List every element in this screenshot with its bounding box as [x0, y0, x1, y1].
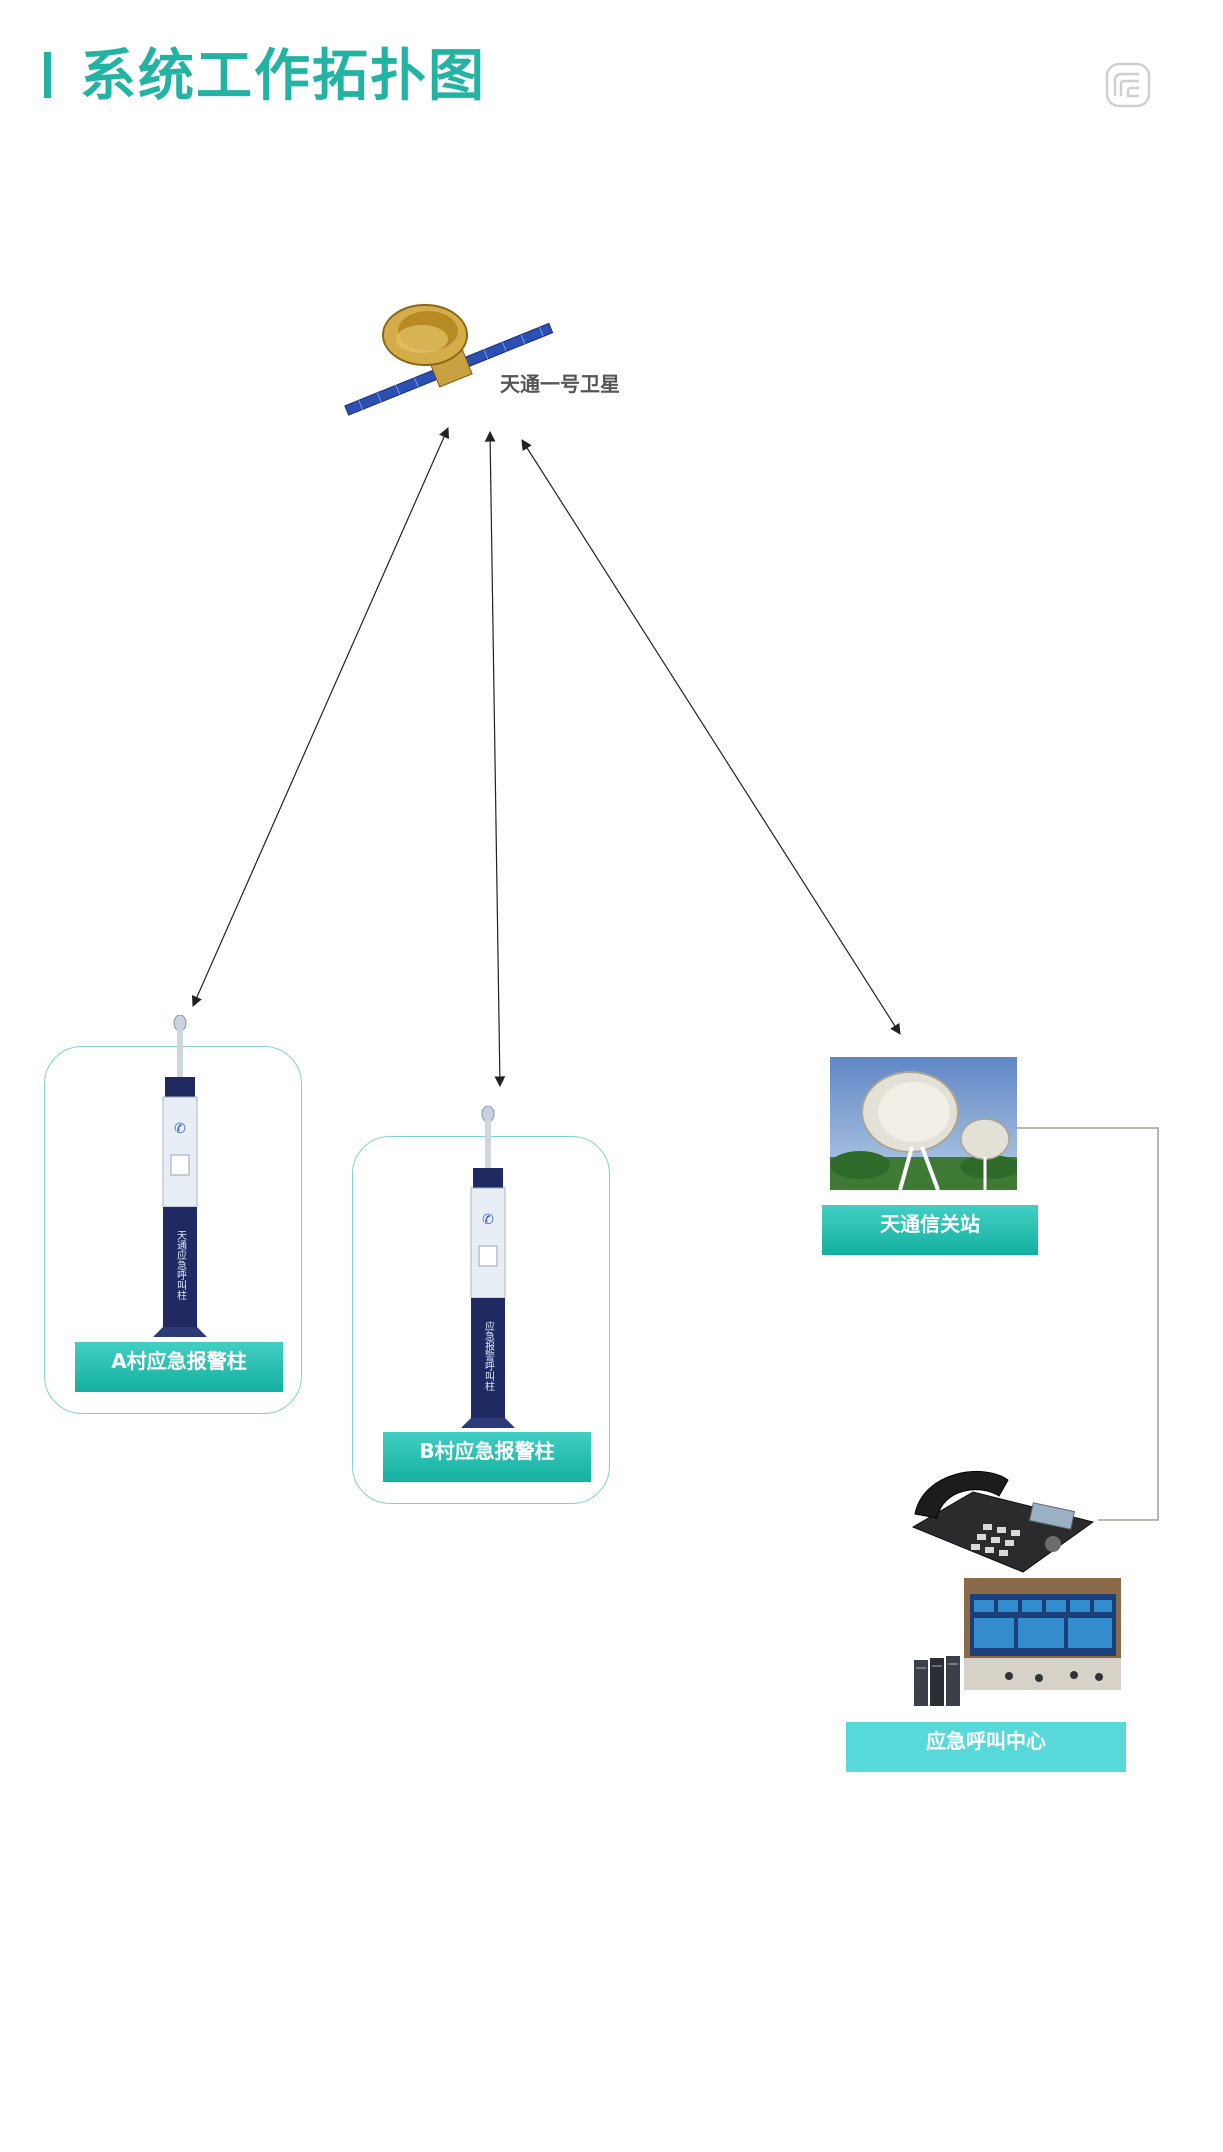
- dish-antenna-icon: [830, 1057, 1017, 1190]
- gateway-label: 天通信关站: [822, 1205, 1038, 1255]
- wire-gateway-callcenter: [1017, 1127, 1159, 1521]
- pillar-a-label: A村应急报警柱: [75, 1342, 283, 1392]
- satellite-icon: [344, 304, 554, 416]
- alarm-pillar-icon: ✆ 应急报警呼叫柱: [461, 1106, 515, 1428]
- logo-icon: [1105, 62, 1151, 108]
- svg-text:应急报警呼叫柱: 应急报警呼叫柱: [483, 1320, 495, 1392]
- link-satellite-pillar-a: [191, 427, 450, 1007]
- page-title: 系统工作拓扑图: [80, 44, 486, 109]
- alarm-pillar-icon: ✆ 天通应急呼叫柱: [153, 1015, 207, 1337]
- desk-phone-icon: [911, 1470, 1095, 1573]
- control-room-icon: [914, 1578, 1121, 1706]
- link-satellite-gateway: [521, 439, 901, 1035]
- link-satellite-pillar-b: [484, 430, 506, 1088]
- pillar-a-frame: [44, 1046, 302, 1414]
- pillar-b-label: B村应急报警柱: [383, 1432, 591, 1482]
- pillar-b-frame: [352, 1136, 610, 1504]
- svg-text:✆: ✆: [482, 1212, 494, 1228]
- svg-text:天通应急呼叫柱: 天通应急呼叫柱: [175, 1230, 187, 1301]
- call-center-label: 应急呼叫中心: [846, 1722, 1126, 1772]
- title-accent-bar: [44, 52, 51, 98]
- satellite-label: 天通一号卫星: [500, 372, 620, 396]
- svg-text:✆: ✆: [174, 1121, 186, 1137]
